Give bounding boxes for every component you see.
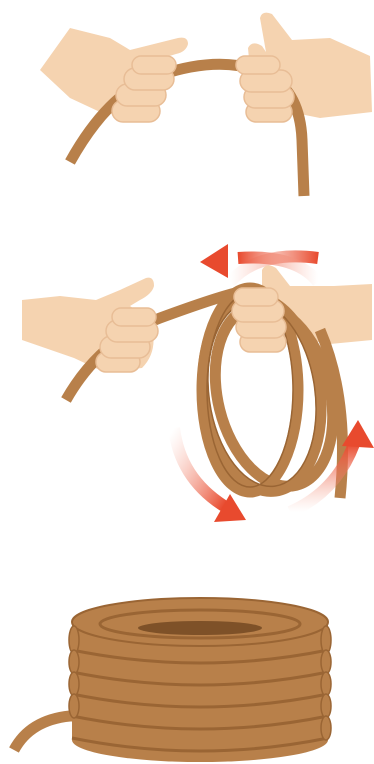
step-3 <box>14 598 331 762</box>
step-2 <box>22 244 374 522</box>
rotation-arrow-icon <box>200 244 318 282</box>
right-fingers-icon <box>232 288 286 352</box>
rope-coil-icon <box>69 598 331 762</box>
step-1 <box>40 13 372 196</box>
